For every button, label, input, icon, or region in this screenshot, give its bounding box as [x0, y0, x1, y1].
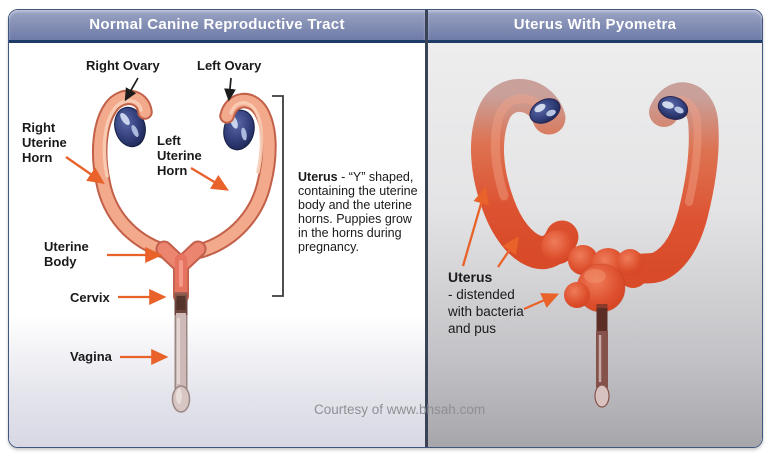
- uterus-note: Uterus - “Y” shaped, containing the uter…: [298, 170, 424, 254]
- uterine-body-label: Uterine Body: [44, 239, 89, 269]
- courtesy-text: Courtesy of www.bhsah.com: [314, 402, 486, 417]
- pyometra-label-lead: Uterus: [448, 269, 493, 285]
- right-panel-header: Uterus With Pyometra: [428, 10, 762, 43]
- right-uterine-horn-label: Right Uterine Horn: [22, 120, 67, 165]
- left-uterine-horn-label: Left Uterine Horn: [157, 133, 202, 178]
- uterus-note-lead: Uterus: [298, 170, 338, 184]
- pyometra-uterus-label: Uterus - distended with bacteria and pus: [448, 269, 524, 337]
- cervix-label: Cervix: [70, 290, 110, 305]
- panel-pyometra: Uterus With Pyometra: [428, 10, 762, 447]
- panel-normal-tract: Normal Canine Reproductive Tract: [9, 10, 425, 447]
- right-ovary-label: Right Ovary: [86, 58, 160, 73]
- left-panel-title: Normal Canine Reproductive Tract: [89, 16, 345, 33]
- right-panel-title: Uterus With Pyometra: [513, 16, 677, 33]
- pyometra-label-body: - distended with bacteria and pus: [448, 287, 524, 336]
- left-ovary-label: Left Ovary: [197, 58, 262, 73]
- panel-divider: [425, 10, 428, 447]
- left-panel-header: Normal Canine Reproductive Tract: [9, 10, 425, 43]
- uterus-note-body: - “Y” shaped, containing the uterine bod…: [298, 170, 418, 254]
- vagina-label: Vagina: [70, 349, 112, 364]
